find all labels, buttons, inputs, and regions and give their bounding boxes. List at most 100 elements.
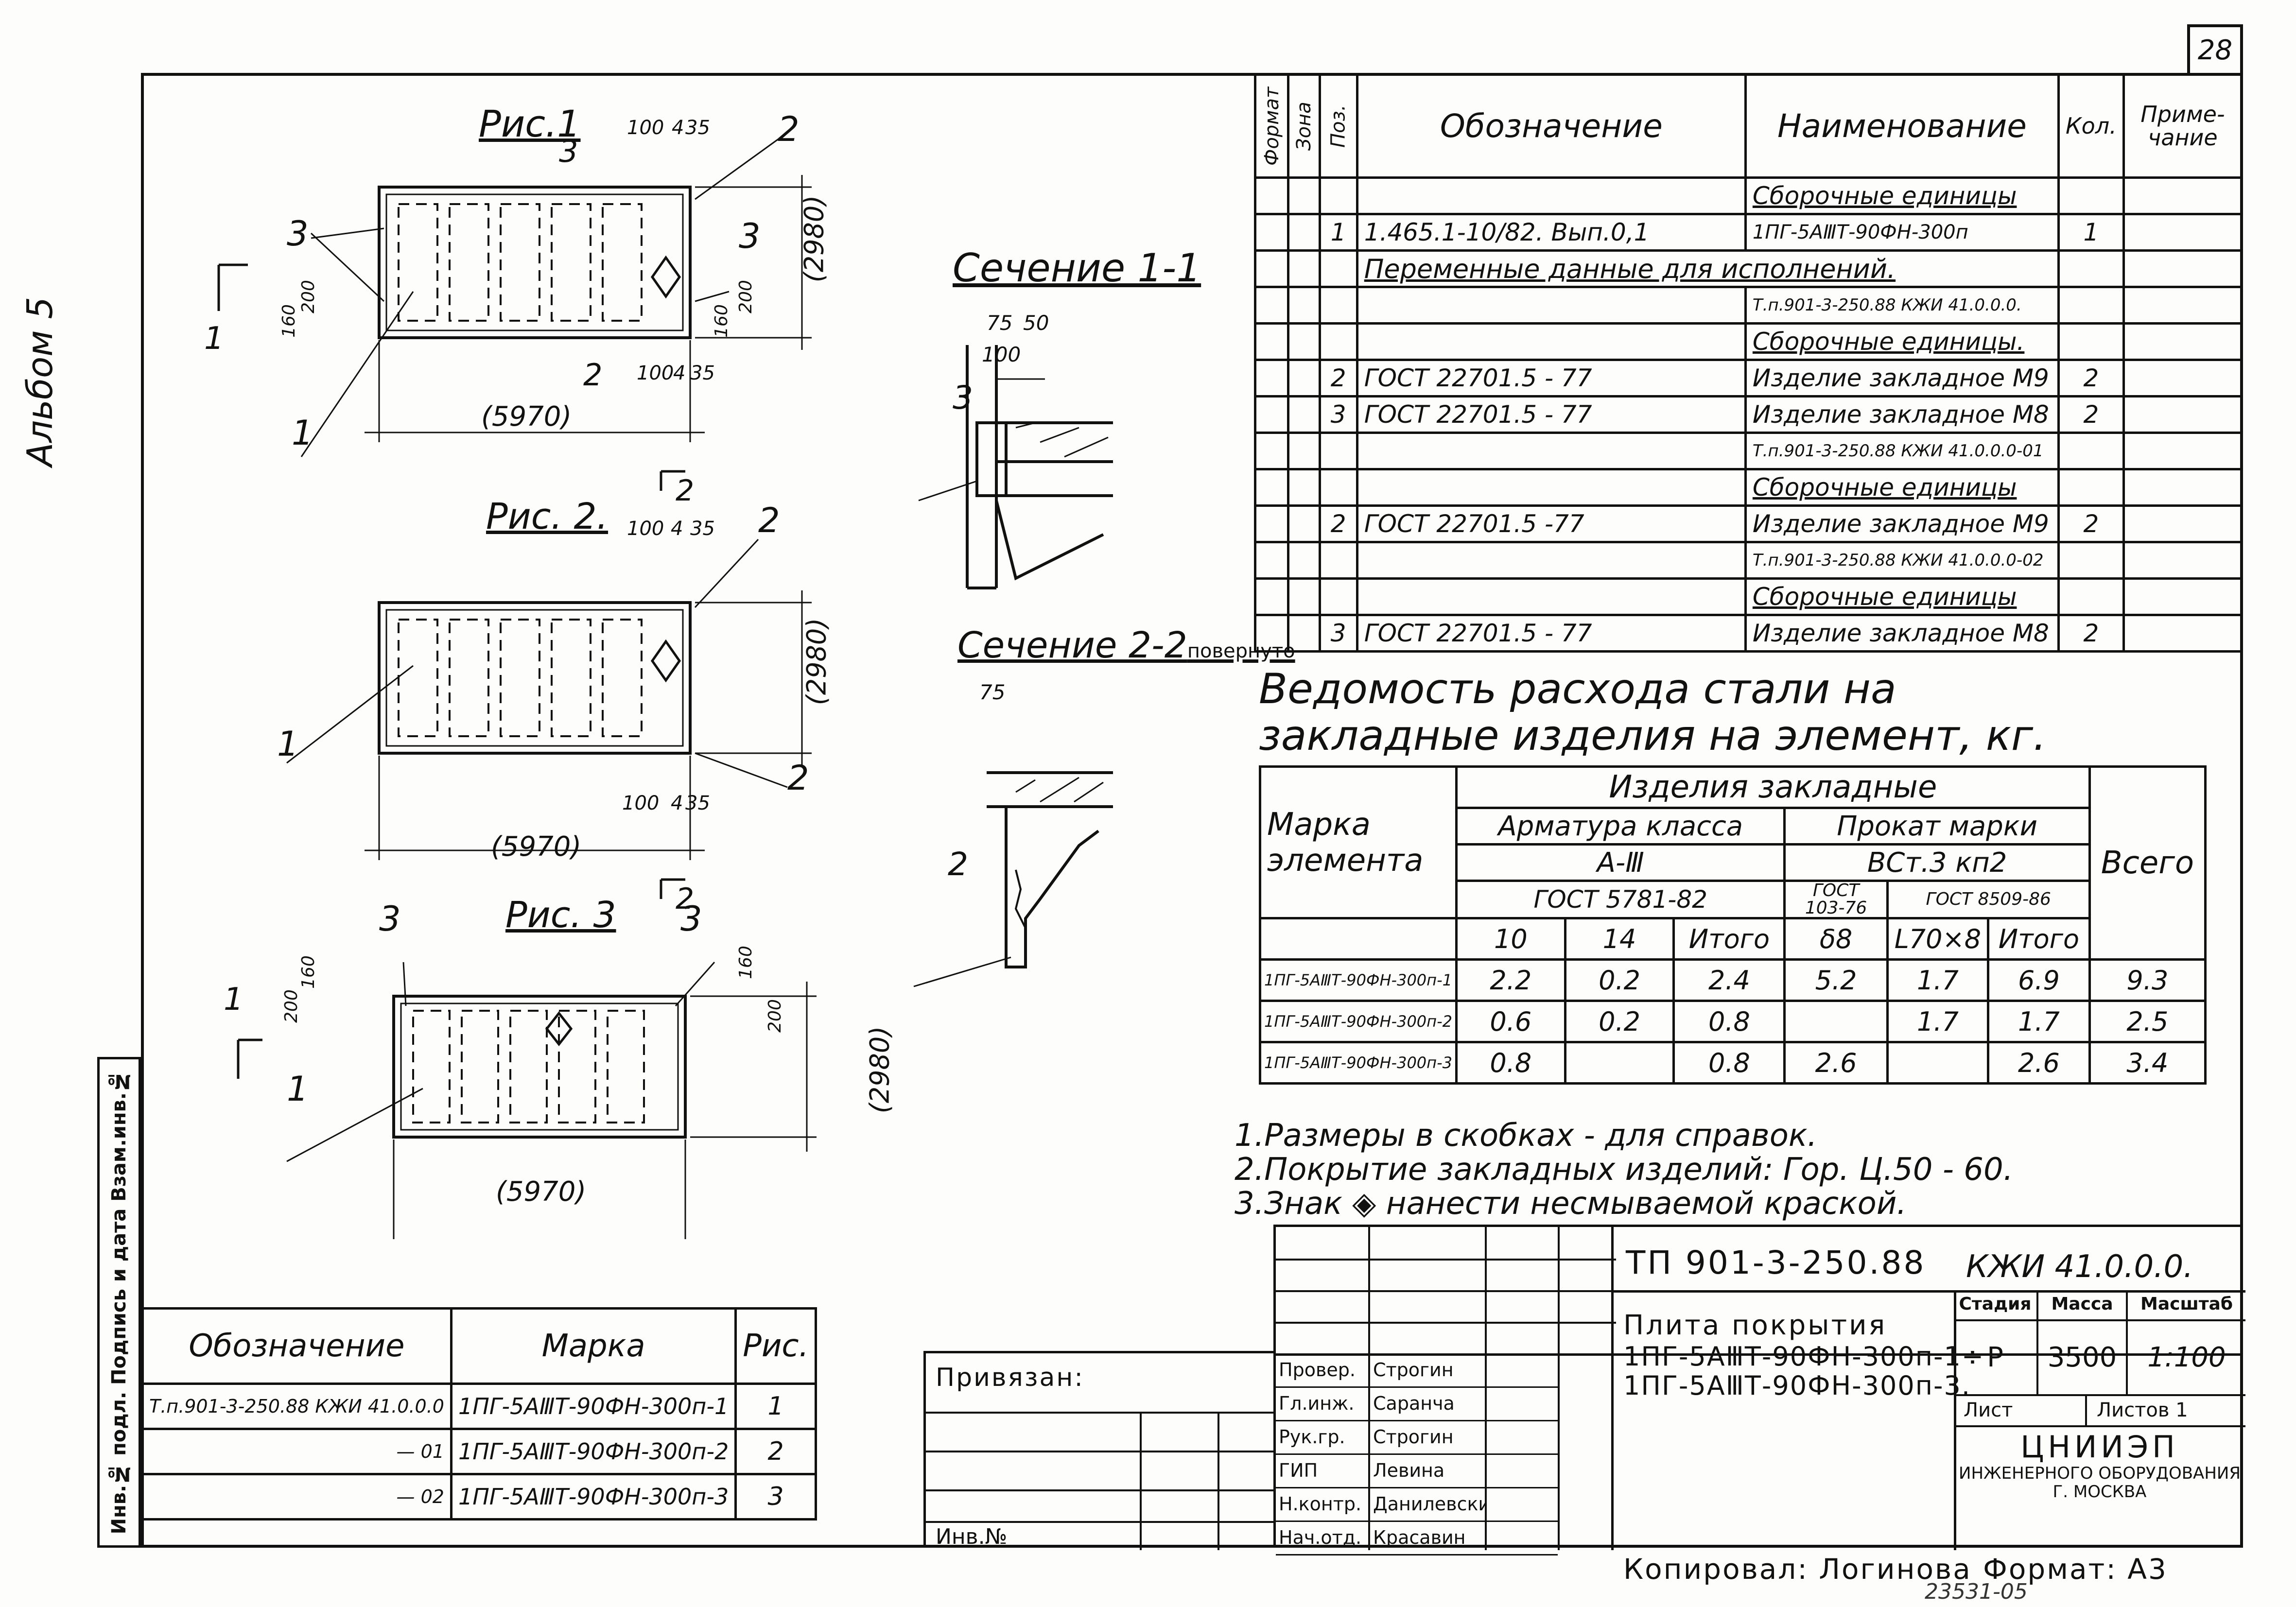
spec-row: Сборочные единицы. xyxy=(1253,322,2244,361)
cut-mark-2a: 2 xyxy=(676,474,695,508)
steel-h-rebar: Арматура класса xyxy=(1455,807,1786,846)
spec-cell xyxy=(1253,359,1290,397)
fig1-dim-160b: 160 xyxy=(711,304,731,338)
fig1-dim-100b: 100 xyxy=(637,362,674,384)
section-1-1-dim-50: 50 xyxy=(1023,311,1049,335)
spec-cell xyxy=(1356,577,1747,616)
spec-cell: 1.465.1-10/82. Вып.0,1 xyxy=(1356,213,1747,252)
spec-cell xyxy=(1318,468,1358,507)
spec-cell xyxy=(2057,249,2125,288)
spec-cell: 2 xyxy=(2057,504,2125,543)
spec-cell xyxy=(2122,541,2244,580)
spec-cell: ГОСТ 22701.5 - 77 xyxy=(1356,614,1747,653)
fig2-slab xyxy=(378,601,692,755)
cut-mark-2b: 2 xyxy=(676,882,695,916)
spec-cell xyxy=(1356,541,1747,580)
cut-mark-1b: 1 xyxy=(224,982,244,1018)
refs-cell: 1ПГ-5АⅢТ-90ФН-300п-3 xyxy=(450,1473,737,1521)
spec-cell: ГОСТ 22701.5 - 77 xyxy=(1356,395,1747,434)
steel-sub-4: L70×8 xyxy=(1886,917,1990,961)
spec-cell xyxy=(1318,541,1358,580)
steel-sub-5: Итого xyxy=(1987,917,2091,961)
spec-cell xyxy=(1287,286,1321,325)
fig2-label-2a: 2 xyxy=(758,501,780,540)
tb-name-1: Плита покрытия xyxy=(1623,1310,1887,1341)
spec-cell xyxy=(1318,322,1358,361)
spec-cell: Сборочные единицы xyxy=(1744,176,2060,215)
spec-cell xyxy=(2057,432,2125,470)
steel-value-cell xyxy=(1783,1000,1889,1043)
tb-person-name: Левина xyxy=(1373,1460,1445,1481)
section-2-2-label: 2 xyxy=(948,846,968,883)
steel-value-cell: 2.6 xyxy=(1987,1041,2091,1085)
tb-person-row: Провер.Строгин xyxy=(1276,1354,1558,1388)
spec-header-2: Поз. xyxy=(1320,74,1357,178)
spec-row: Переменные данные для исполнений. xyxy=(1253,249,2244,288)
spec-cell: 2 xyxy=(1318,504,1358,543)
tb-person-row: Гл.инж.Саранча xyxy=(1276,1388,1558,1421)
spec-cell xyxy=(1253,249,1290,288)
spec-header-1: Зона xyxy=(1288,74,1320,178)
sheet-number: 28 xyxy=(2187,24,2243,73)
footer-copied: Копировал: Логинова xyxy=(1623,1553,1972,1586)
fig1-label-1: 1 xyxy=(292,413,313,453)
steel-h-rolled: Прокат марки xyxy=(1783,807,2091,846)
fig3-dim-width: (2980) xyxy=(864,1026,895,1114)
fig2-dim-length: (5970) xyxy=(491,831,582,863)
spec-cell xyxy=(1318,286,1358,325)
fig1-slab xyxy=(378,186,692,339)
side-column-text: Инв.№ подл. Подпись и дата Взам.инв.№ xyxy=(108,1070,130,1535)
tb-org-2: инженерного оборудования xyxy=(1959,1464,2241,1483)
tb-org-3: г. Москва xyxy=(2052,1482,2147,1502)
section-1-1-title: Сечение 1-1 xyxy=(953,245,1201,291)
steel-value-cell: 3.4 xyxy=(2088,1041,2207,1085)
section-1-1-dim-75: 75 xyxy=(987,311,1013,335)
spec-cell xyxy=(2057,541,2125,580)
spec-cell xyxy=(2057,468,2125,507)
fig1-dim-35b: 35 xyxy=(690,362,715,384)
spec-cell xyxy=(1318,432,1358,470)
section-2-2-title: Сечение 2-2повернуто xyxy=(957,624,1295,666)
spec-cell xyxy=(2122,213,2244,252)
spec-cell: ГОСТ 22701.5 - 77 xyxy=(1356,359,1747,397)
refs-cell: — 01 xyxy=(141,1428,452,1475)
spec-cell xyxy=(1253,432,1290,470)
spec-cell: Сборочные единицы. xyxy=(1744,322,2060,361)
spec-cell xyxy=(1287,176,1321,215)
steel-value-cell: 0.2 xyxy=(1564,1000,1675,1043)
steel-h-items: Изделия закладные xyxy=(1455,765,2091,809)
spec-cell xyxy=(1287,541,1321,580)
refs-cell: — 02 xyxy=(141,1473,452,1521)
fig1-dim-length: (5970) xyxy=(481,401,572,432)
footer-format: Формат: А3 xyxy=(1983,1553,2168,1586)
cut-mark-1a: 1 xyxy=(204,321,224,357)
tb-person-name: Саранча xyxy=(1373,1393,1455,1414)
steel-sub-1: 14 xyxy=(1564,917,1675,961)
section-2-2-profile xyxy=(913,771,1113,987)
spec-row: Т.п.901-3-250.88 КЖИ 41.0.0.0-01 xyxy=(1253,432,2244,470)
spec-header-6: Приме-чание xyxy=(2122,73,2244,179)
tb-person-row: Рук.гр.Строгин xyxy=(1276,1421,1558,1455)
spec-cell xyxy=(1253,176,1290,215)
steel-sub-blank xyxy=(1259,917,1458,961)
spec-cell xyxy=(1356,432,1747,470)
spec-cell: 2 xyxy=(2057,395,2125,434)
steel-value-cell: 0.2 xyxy=(1564,958,1675,1002)
fig1-label-3a: 2 xyxy=(778,109,800,149)
spec-cell xyxy=(1318,577,1358,616)
steel-value-cell: 2.4 xyxy=(1672,958,1786,1002)
steel-h-mark: Марка элемента xyxy=(1259,765,1458,919)
spec-cell: 2 xyxy=(1318,359,1358,397)
fig3-label-3a: 3 xyxy=(379,899,401,939)
spec-cell: Сборочные единицы xyxy=(1744,468,2060,507)
spec-cell xyxy=(2057,286,2125,325)
spec-cell xyxy=(2122,359,2244,397)
fig2-label-2b: 2 xyxy=(787,758,809,798)
spec-cell xyxy=(1356,322,1747,361)
tb-scale: 1:100 xyxy=(2147,1342,2226,1373)
